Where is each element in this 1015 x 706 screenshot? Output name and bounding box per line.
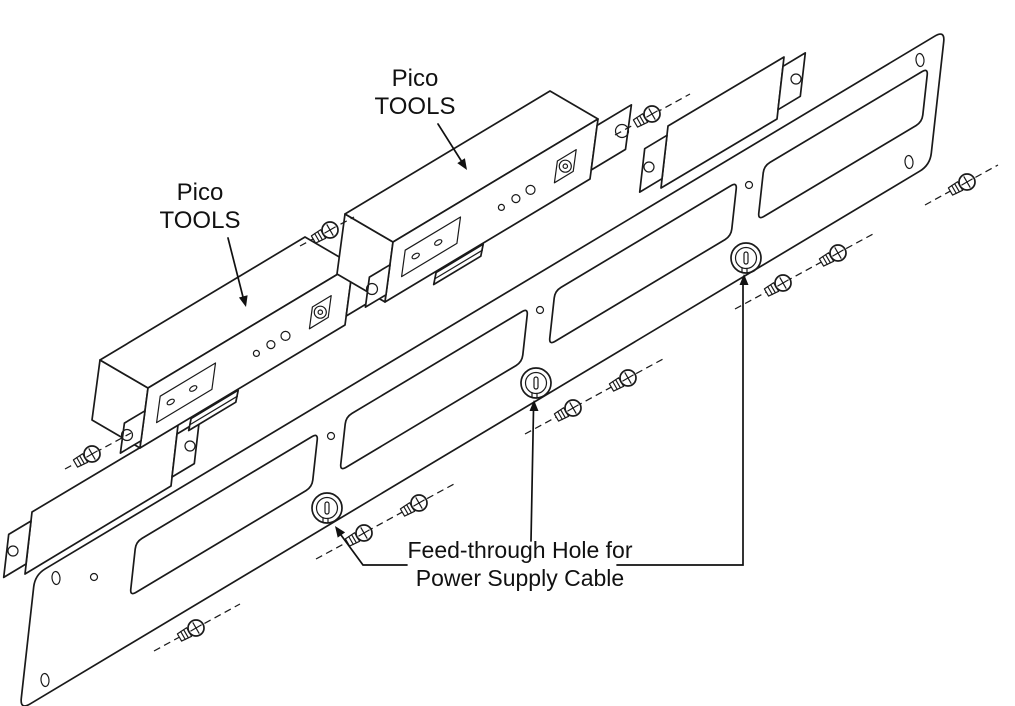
- feedthrough-hole-1: [311, 492, 343, 524]
- module-port-recess: [401, 216, 462, 278]
- label-pico-tools-left-line1: Pico: [177, 179, 224, 206]
- module-left-ear-hole: [365, 282, 379, 296]
- panel-corner-slot: [40, 672, 50, 688]
- panel-bracket-hole: [744, 180, 754, 190]
- module-left-ear: [119, 409, 146, 454]
- screw-icon: [608, 369, 637, 392]
- module-connector: [266, 340, 276, 350]
- panel-corner-slot: [915, 52, 925, 68]
- panel-bracket-hole: [326, 431, 336, 441]
- screw-icon: [632, 105, 661, 128]
- label-feedthrough-line1: Feed-through Hole for: [407, 537, 632, 563]
- panel-bracket-hole: [535, 305, 545, 315]
- label-pico-tools-top-line1: Pico: [392, 65, 439, 92]
- plate-ear-hole: [790, 73, 802, 85]
- arrowhead: [739, 274, 749, 285]
- label-pico-tools-top-line2: TOOLS: [375, 93, 456, 120]
- module-right-ear-hole: [614, 123, 630, 139]
- module-right-ear: [590, 103, 633, 171]
- module-connector: [511, 194, 521, 204]
- label-pico-tools-left-line2: TOOLS: [160, 207, 241, 234]
- mounting-panel: [20, 33, 945, 706]
- plate-ear-hole: [184, 440, 196, 452]
- module-power-jack: [308, 295, 332, 330]
- module-port-recess: [156, 362, 217, 424]
- module-power-jack: [553, 149, 577, 184]
- callout-arrows: [227, 123, 749, 566]
- module-port: [188, 385, 198, 392]
- plate-ear-hole: [7, 545, 19, 557]
- labels: Pico TOOLS Pico TOOLS Feed-through Hole …: [160, 65, 633, 591]
- module-front-face: [384, 118, 599, 303]
- screw-icon: [176, 619, 205, 642]
- screw-icon: [763, 274, 792, 297]
- label-feedthrough-line2: Power Supply Cable: [416, 565, 624, 591]
- module-led: [252, 349, 260, 357]
- screw-icon: [344, 524, 373, 547]
- module-port: [433, 239, 443, 246]
- blank-plate-bottom-left: [2, 419, 201, 579]
- module-connector: [525, 184, 536, 195]
- module-port: [166, 398, 175, 406]
- feedthrough-hole-3: [730, 242, 762, 274]
- panel-cutout-1: [129, 434, 319, 595]
- screw-icon: [310, 221, 339, 244]
- plate-ear-hole: [643, 161, 655, 173]
- arrowhead: [529, 400, 539, 411]
- arrowhead: [238, 295, 248, 307]
- arrowhead: [335, 526, 346, 538]
- panel-cutout-2: [339, 309, 529, 470]
- panel-corner-slot: [51, 570, 61, 586]
- screw-icon: [399, 494, 428, 517]
- panel-cutout-4: [757, 69, 929, 219]
- panel-corner-slot: [904, 154, 914, 170]
- pico-module-2: [336, 90, 633, 308]
- module-left-ear-hole: [120, 428, 134, 442]
- module-left-ear: [364, 263, 391, 308]
- screw-icon: [947, 173, 976, 196]
- module-port: [411, 252, 420, 260]
- screw-icon: [72, 445, 101, 468]
- arrowhead: [457, 158, 467, 170]
- module-led: [497, 203, 505, 211]
- panel-cutout-3: [548, 183, 738, 344]
- module-connector: [280, 330, 291, 341]
- feedthrough-hole-2: [520, 367, 552, 399]
- blank-plate-top-right: [638, 52, 807, 193]
- screw-icon: [818, 244, 847, 267]
- panel-bracket-hole: [89, 572, 99, 582]
- screw-icon: [553, 399, 582, 422]
